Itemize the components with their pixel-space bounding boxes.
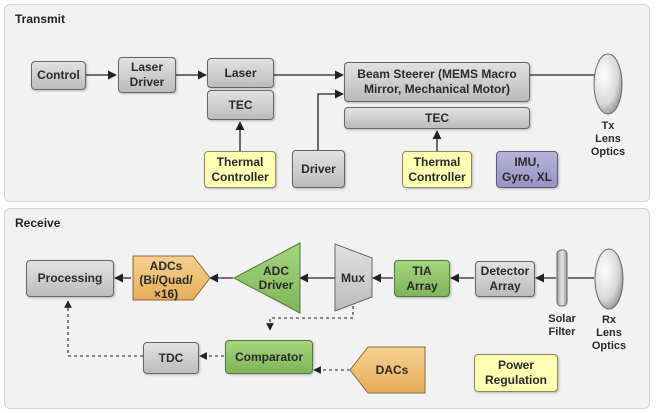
arrow-driver-to-beam-steerer: [317, 89, 344, 152]
tdc-block: TDC: [143, 342, 199, 374]
arrow-mux-to-comparator: [266, 306, 354, 331]
comparator-block: Comparator: [225, 340, 313, 374]
svg-text:×16): ×16): [154, 287, 178, 301]
control-block: Control: [31, 61, 86, 90]
detector-array-block: Detector Array: [475, 261, 535, 297]
svg-text:ADCs: ADCs: [150, 259, 183, 273]
tx-lens-icon: [593, 53, 623, 115]
svg-text:ADC: ADC: [263, 264, 289, 278]
rx-optics-label: Rx Lens Optics: [591, 314, 627, 352]
thermal-controller-steerer: Thermal Controller: [402, 151, 472, 188]
svg-text:(Bi/Quad/: (Bi/Quad/: [139, 273, 193, 287]
svg-text:Mux: Mux: [341, 271, 365, 285]
solar-filter-label: Solar Filter: [548, 313, 576, 338]
tx-optics-label: Tx Lens Optics: [590, 120, 626, 158]
driver-block: Driver: [292, 150, 345, 188]
power-regulation-block: Power Regulation: [474, 354, 558, 392]
tec-laser-block: TEC: [207, 90, 274, 120]
rx-lens-icon: [594, 248, 624, 310]
processing-block: Processing: [26, 260, 114, 297]
thermal-controller-laser: Thermal Controller: [204, 151, 276, 188]
solar-filter-icon: [556, 249, 568, 307]
beam-steerer-block: Beam Steerer (MEMS Macro Mirror, Mechani…: [344, 62, 530, 102]
laser-driver-block: Laser Driver: [118, 57, 176, 93]
imu-block: IMU, Gyro, XL: [496, 151, 558, 188]
receive-title: Receive: [15, 216, 61, 230]
svg-text:DACs: DACs: [376, 363, 409, 377]
adcs-block: ADCs (Bi/Quad/ ×16): [132, 255, 211, 301]
transmit-title: Transmit: [15, 12, 66, 26]
arrow-tdc-to-processing: [64, 300, 143, 357]
adc-driver-amplifier: ADC Driver: [232, 242, 301, 314]
mux-block: Mux: [334, 243, 373, 312]
tec-steerer-block: TEC: [344, 107, 530, 129]
dacs-block: DACs: [349, 346, 426, 394]
laser-block: Laser: [207, 58, 274, 88]
svg-text:Driver: Driver: [259, 278, 294, 292]
tia-array-block: TIA Array: [394, 260, 450, 297]
